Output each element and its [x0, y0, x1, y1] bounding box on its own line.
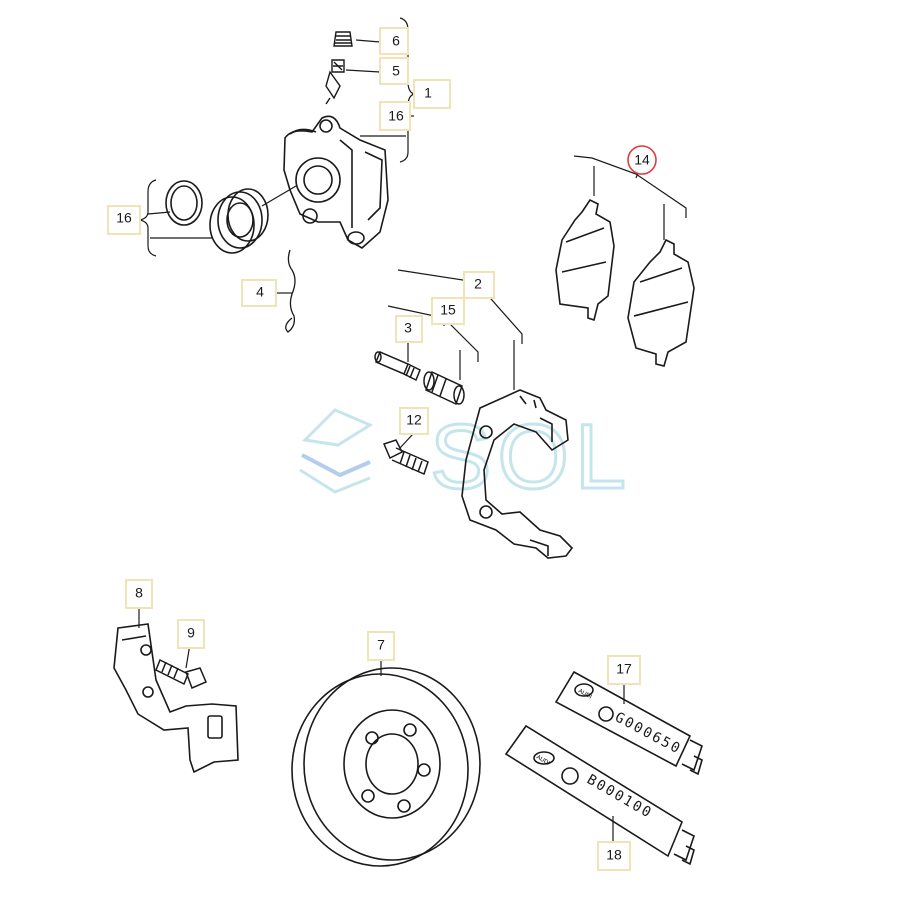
callout-16-top: 16 [379, 101, 411, 131]
callout-15: 15 [431, 297, 465, 325]
callout-7: 7 [367, 631, 395, 661]
shield-bolt [155, 658, 207, 689]
svg-text:5: 5 [392, 63, 400, 79]
callout-8: 8 [125, 579, 153, 609]
bleeder-cap [333, 31, 353, 47]
tube-18-brand: AUDI [535, 755, 551, 768]
svg-text:9: 9 [187, 625, 195, 641]
retaining-spring [285, 249, 296, 333]
callout-14: 14 [627, 145, 657, 175]
callout-2: 2 [463, 271, 495, 299]
callout-1: 1 [413, 79, 451, 109]
brake-pad-inner [555, 198, 615, 322]
callout-17: 17 [607, 655, 641, 685]
svg-text:12: 12 [406, 412, 422, 428]
svg-text:15: 15 [440, 302, 456, 318]
callout-16-left: 16 [107, 205, 141, 235]
svg-text:16: 16 [388, 108, 404, 124]
callouts: 6 5 1 16 16 4 14 2 [107, 27, 657, 871]
piston-seal [165, 180, 203, 226]
tube-18-code: B000100 [584, 772, 655, 822]
mounting-bolt [382, 439, 429, 476]
svg-text:7: 7 [377, 637, 385, 653]
callout-6: 6 [379, 27, 409, 55]
dust-boot [209, 188, 269, 254]
guide-pin [374, 351, 421, 382]
guide-bushing [423, 370, 465, 406]
callout-4: 4 [241, 279, 277, 307]
svg-text:4: 4 [256, 284, 264, 300]
brake-disc [291, 667, 481, 867]
tube-17-brand: AUDI [577, 688, 593, 700]
bleeder-screw [325, 59, 345, 105]
grease-tube-17 [554, 670, 703, 776]
caliper-carrier [461, 389, 574, 559]
callout-18: 18 [597, 841, 631, 871]
callout-3: 3 [395, 315, 423, 343]
svg-text:2: 2 [474, 276, 482, 292]
svg-text:1: 1 [424, 85, 432, 101]
grease-tube-18 [504, 724, 695, 866]
svg-text:18: 18 [606, 847, 622, 863]
callout-9: 9 [177, 619, 205, 649]
brake-pad-outer [627, 238, 695, 367]
svg-text:14: 14 [634, 152, 650, 168]
svg-text:17: 17 [616, 661, 632, 677]
watermark-text: SOL [430, 406, 632, 508]
svg-text:16: 16 [116, 210, 132, 226]
splash-shield [113, 623, 239, 774]
callout-5: 5 [379, 57, 409, 85]
callout-12: 12 [399, 407, 429, 435]
svg-text:8: 8 [135, 585, 143, 601]
svg-text:6: 6 [392, 33, 400, 49]
caliper-housing [283, 115, 389, 249]
svg-text:3: 3 [404, 320, 412, 336]
